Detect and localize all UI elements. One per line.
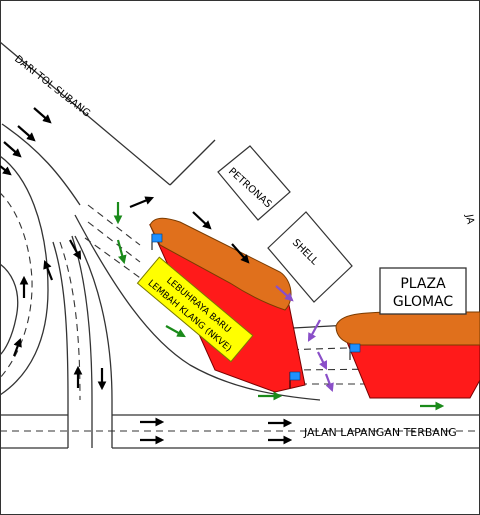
- flag-icon: [349, 343, 361, 360]
- shell-building: SHELL: [267, 211, 353, 303]
- arrow-icon: [307, 319, 321, 342]
- arrow-icon: [129, 196, 155, 209]
- nkve-island-block: [149, 217, 306, 393]
- jalan-lapangan-terbang-label: JALAN LAPANGAN TERBANG: [303, 426, 457, 439]
- petronas-building: PETRONAS: [217, 145, 291, 221]
- arrow-icon: [69, 239, 82, 260]
- green-arrows: [113, 202, 445, 411]
- dari-tol-subang-label: DARI TOL SUBANG: [12, 54, 92, 120]
- flags: [151, 233, 361, 388]
- purple-arrows: [275, 285, 334, 393]
- black-arrows: [0, 107, 293, 445]
- tol-subang-road: [0, 41, 216, 206]
- arrow-icon: [231, 243, 250, 264]
- nkve-ramp: [74, 204, 321, 401]
- plaza-glomac-block: [335, 311, 480, 399]
- arrow-icon: [3, 141, 22, 158]
- jalan-lapangan-terbang-road: [0, 400, 480, 449]
- arrow-icon: [43, 259, 54, 281]
- arrow-icon: [0, 165, 12, 176]
- arrow-icon: [165, 325, 186, 338]
- arrow-icon: [17, 125, 36, 142]
- glomac-orange-roof: [335, 311, 480, 346]
- arrow-icon: [317, 351, 327, 370]
- flag-icon: [151, 233, 163, 250]
- roundabout: [0, 155, 49, 396]
- plaza-glomac-signbox: PLAZA GLOMAC: [379, 267, 467, 315]
- arrow-icon: [275, 285, 294, 302]
- arrow-icon: [12, 337, 22, 357]
- flag-icon: [289, 371, 301, 388]
- plaza-glomac-label-line1: PLAZA: [400, 276, 446, 292]
- vertical-link-roads: [52, 235, 113, 401]
- arrow-icon: [324, 373, 334, 393]
- arrow-icon: [116, 239, 127, 265]
- arrow-icon: [192, 211, 212, 230]
- plaza-glomac-label-line2: GLOMAC: [393, 294, 454, 310]
- arrow-icon: [33, 107, 52, 124]
- jalan-cutoff-label: JA: [463, 213, 476, 226]
